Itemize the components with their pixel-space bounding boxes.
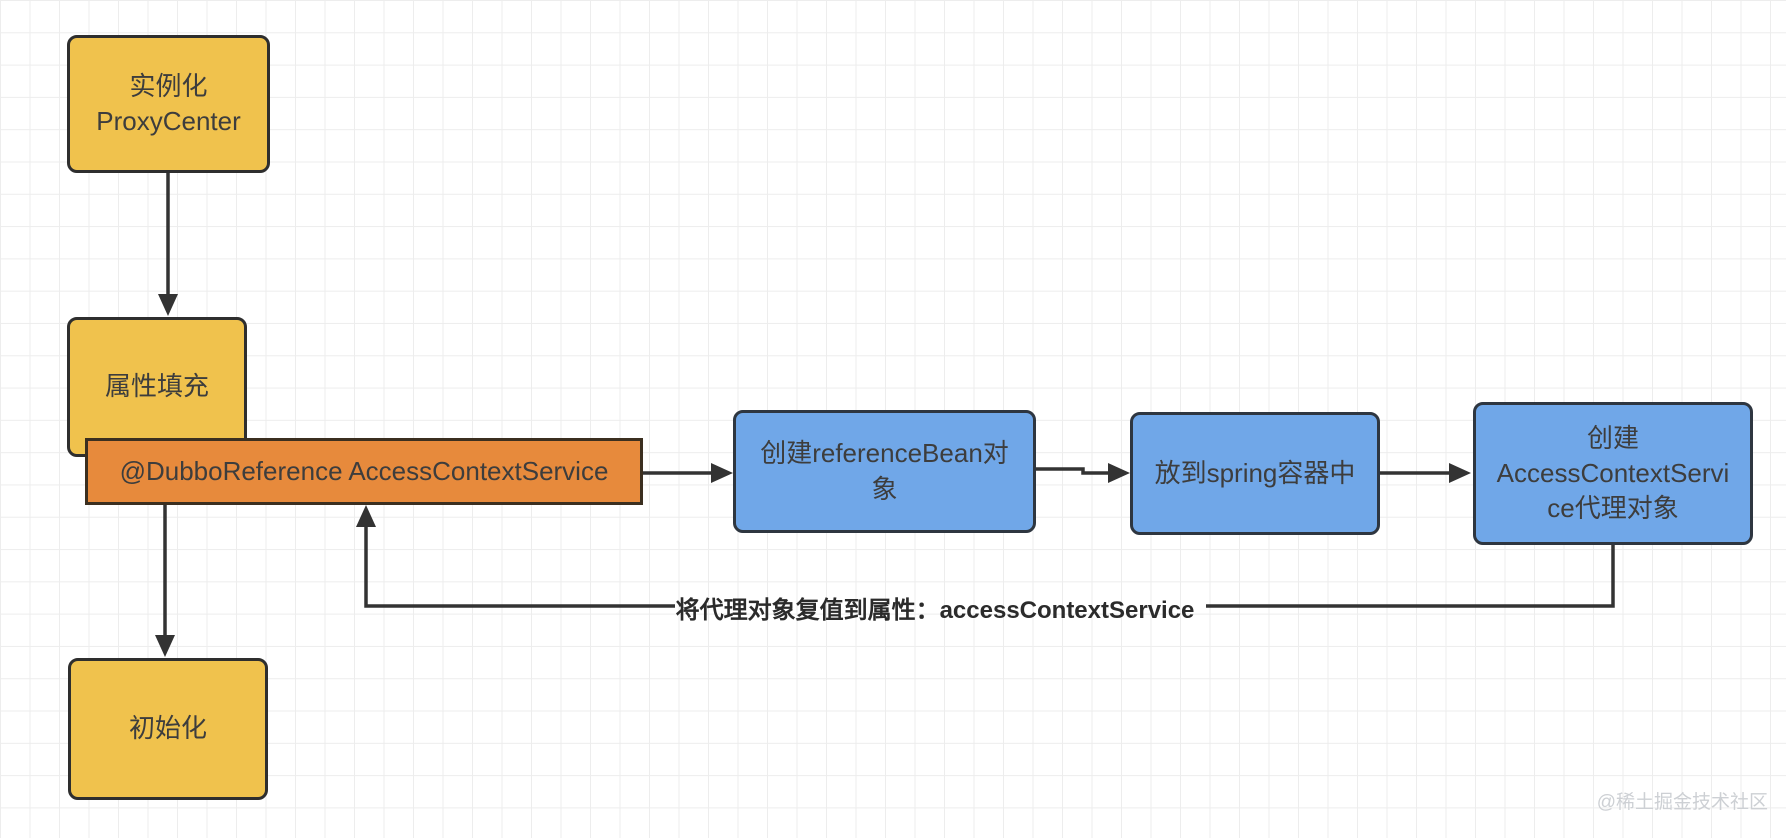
node-spring-container: 放到spring容器中 (1130, 412, 1380, 535)
node-create-proxy-object: 创建 AccessContextServi ce代理对象 (1473, 402, 1753, 545)
arrow-spring-to-proxy (1380, 463, 1471, 483)
arrow-proxycenter-to-property-fill (158, 173, 178, 316)
node-instantiate-proxycenter: 实例化 ProxyCenter (67, 35, 270, 173)
node-init: 初始化 (68, 658, 268, 800)
node-property-fill: 属性填充 (67, 317, 247, 457)
node-dubbo-reference-annotation: @DubboReference AccessContextService (85, 438, 643, 505)
edge-label-assign-proxy-to-property: 将代理对象复值到属性：accessContextService (675, 597, 1195, 624)
feedback-connector-proxy-to-annotation (356, 505, 1615, 608)
watermark: @稀土掘金技术社区 (1596, 792, 1768, 813)
arrow-referencebean-to-spring (1036, 463, 1130, 483)
arrow-annotation-to-referencebean (643, 463, 733, 483)
node-create-referencebean: 创建referenceBean对 象 (733, 410, 1036, 533)
